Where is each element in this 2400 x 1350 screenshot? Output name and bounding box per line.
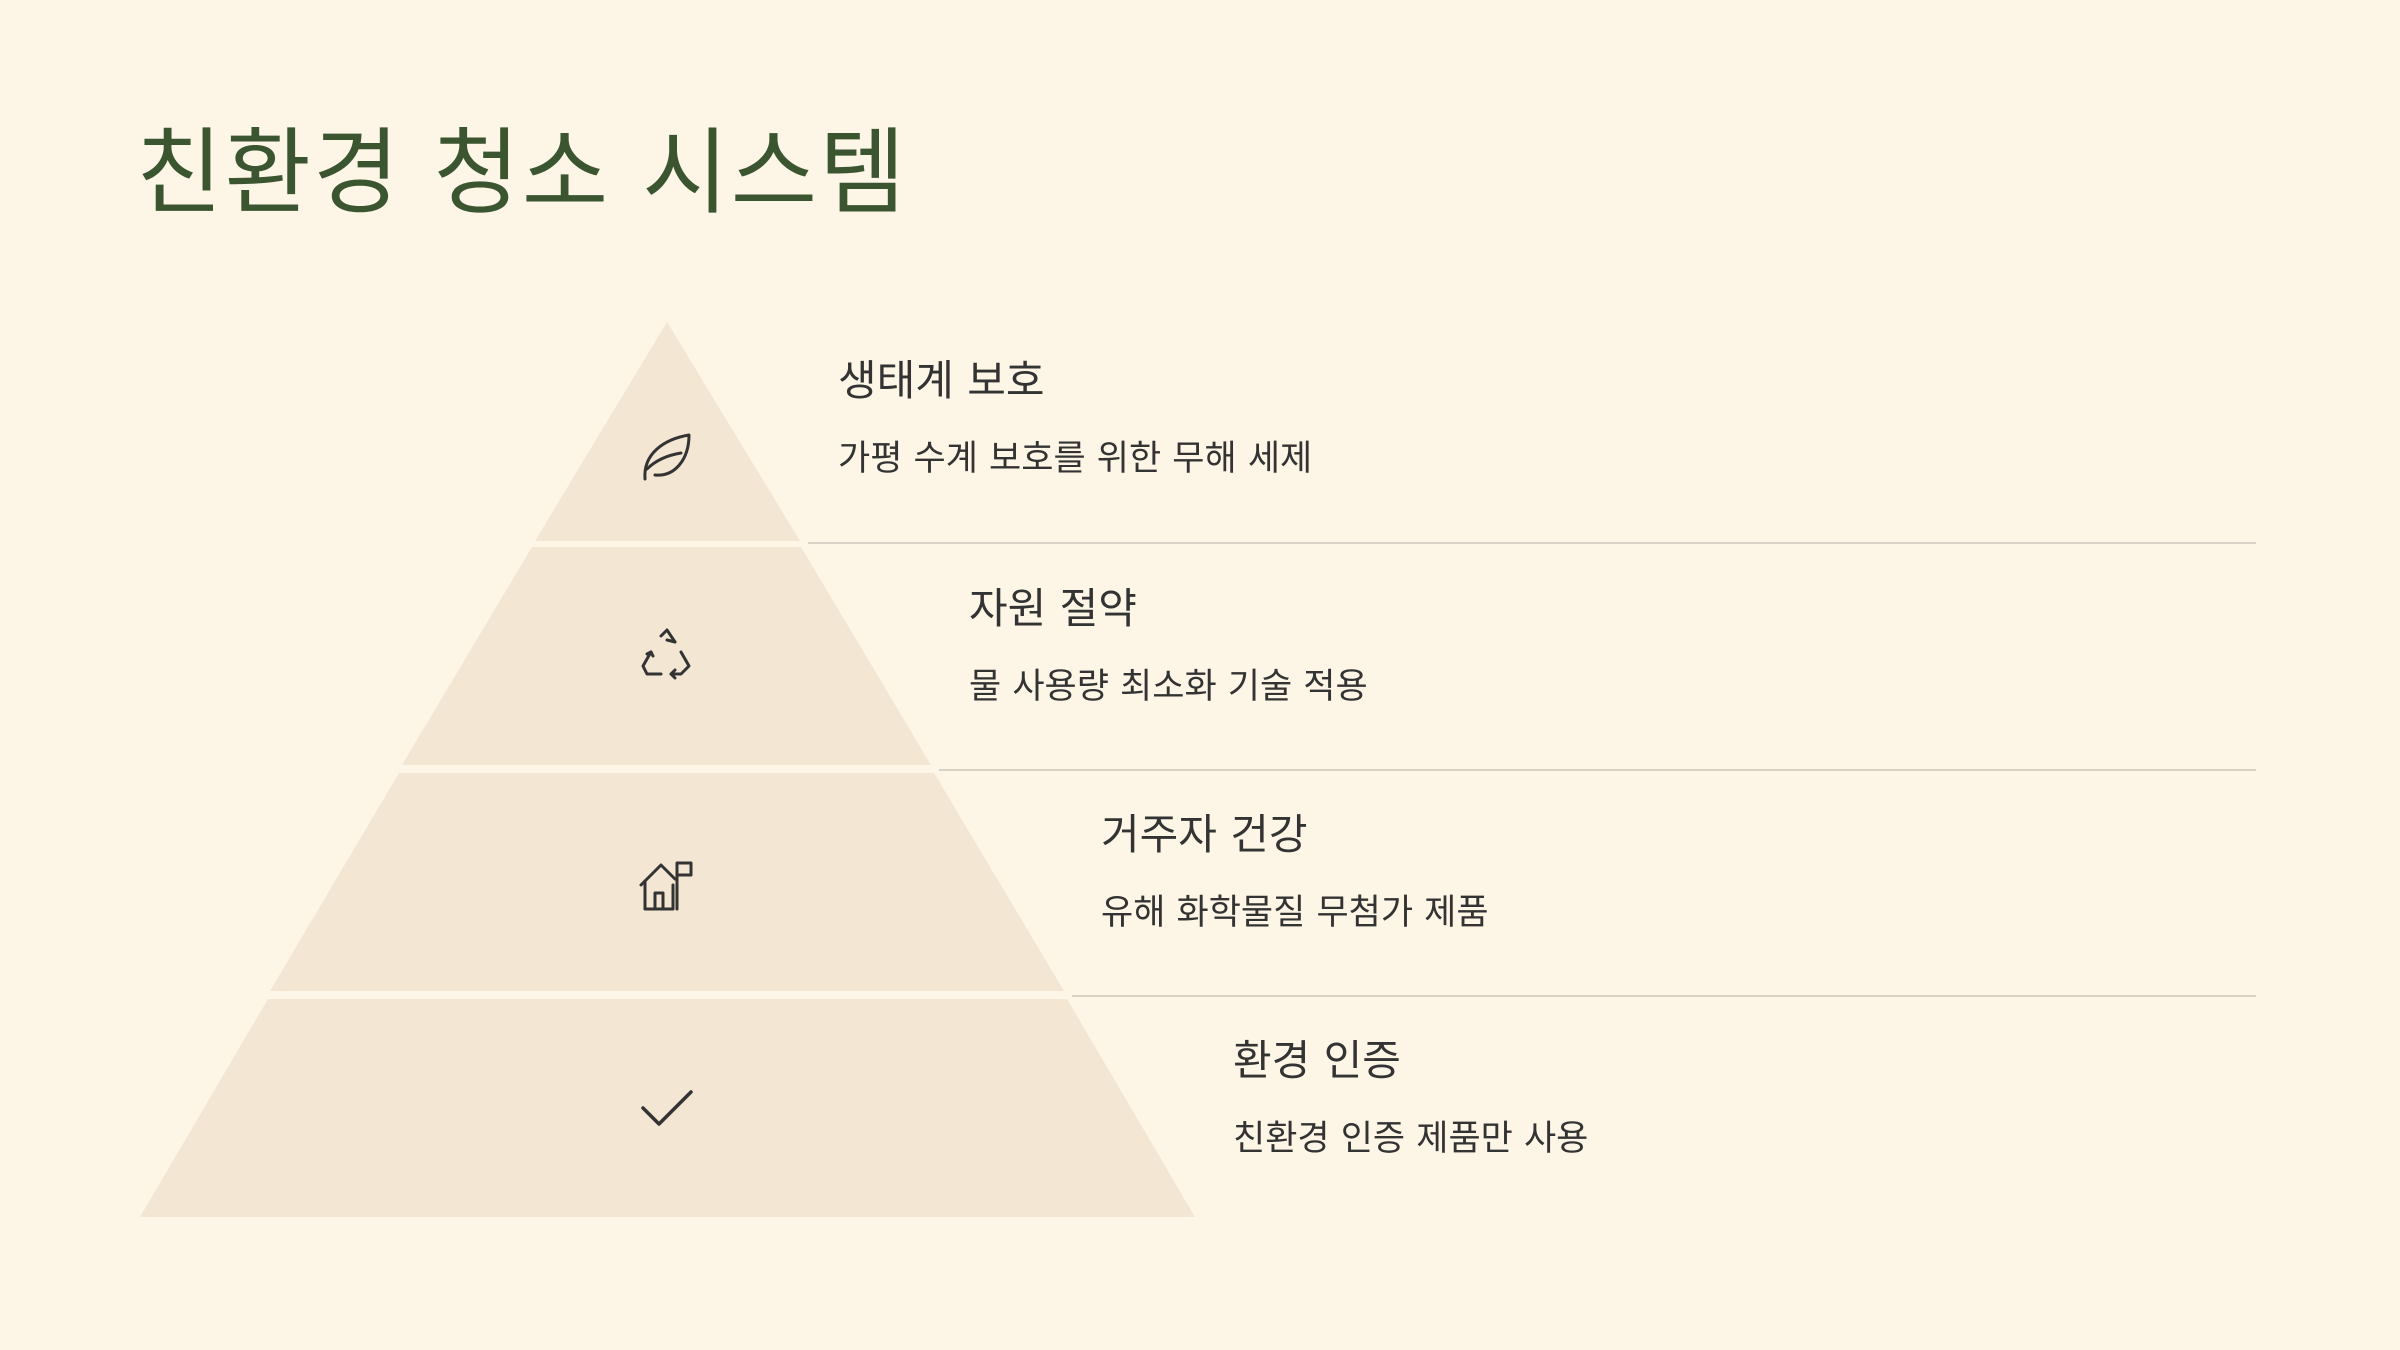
divider (808, 542, 2256, 544)
level-description: 친환경 인증 제품만 사용 (1233, 1119, 1589, 1159)
level-title: 환경 인증 (1233, 1036, 1401, 1085)
level-item-3: 거주자 건강 유해 화학물질 무첨가 제품 (1101, 810, 2256, 933)
pyramid-tier-1 (535, 322, 800, 541)
level-item-1: 생태계 보호 가평 수계 보호를 위한 무해 세제 (838, 356, 2256, 479)
level-description: 물 사용량 최소화 기술 적용 (969, 667, 1368, 707)
level-title: 생태계 보호 (838, 356, 1045, 405)
leaf-icon (635, 425, 699, 489)
checkmark-icon (635, 1076, 699, 1140)
level-description: 가평 수계 보호를 위한 무해 세제 (838, 439, 1313, 479)
page-title: 친환경 청소 시스템 (136, 119, 908, 228)
level-item-4: 환경 인증 친환경 인증 제품만 사용 (1233, 1036, 2256, 1159)
divider (939, 769, 2256, 771)
recycle-icon (635, 624, 699, 688)
level-item-2: 자원 절약 물 사용량 최소화 기술 적용 (969, 584, 2256, 707)
pyramid-tier-4 (140, 999, 1195, 1217)
level-title: 거주자 건강 (1101, 810, 1308, 859)
level-title: 자원 절약 (969, 584, 1137, 633)
pyramid-tier-2 (402, 547, 931, 765)
level-description: 유해 화학물질 무첨가 제품 (1101, 893, 1489, 933)
pyramid-tier-3 (270, 773, 1064, 991)
house-icon (635, 853, 699, 917)
divider (1072, 995, 2256, 997)
